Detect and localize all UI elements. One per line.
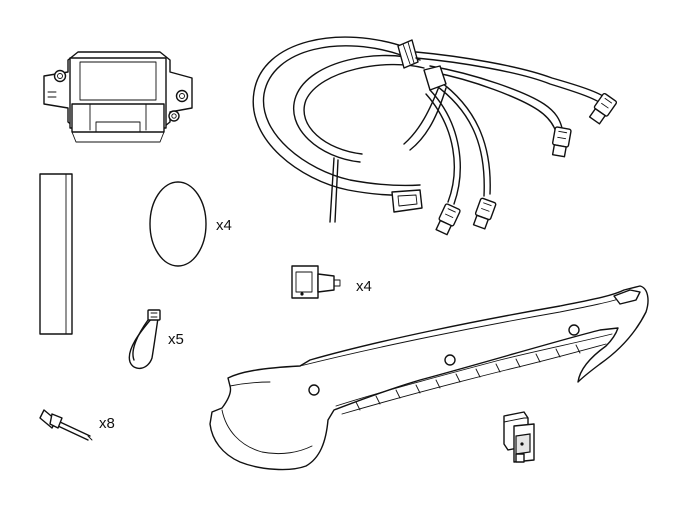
gasket: [149, 181, 207, 267]
cable-tie-quantity: x5: [168, 331, 184, 348]
connector-quantity: x4: [356, 278, 372, 295]
rivet: [39, 409, 93, 441]
connector: [291, 265, 341, 299]
cable-tie: [128, 309, 161, 369]
rivet-quantity: x8: [99, 415, 115, 432]
control-module: [43, 51, 193, 143]
gasket-quantity: x4: [216, 217, 232, 234]
wiring-harness: [252, 36, 618, 236]
foam-strip: [39, 173, 73, 335]
sensor: [503, 411, 535, 463]
bumper-bar: [209, 285, 649, 471]
